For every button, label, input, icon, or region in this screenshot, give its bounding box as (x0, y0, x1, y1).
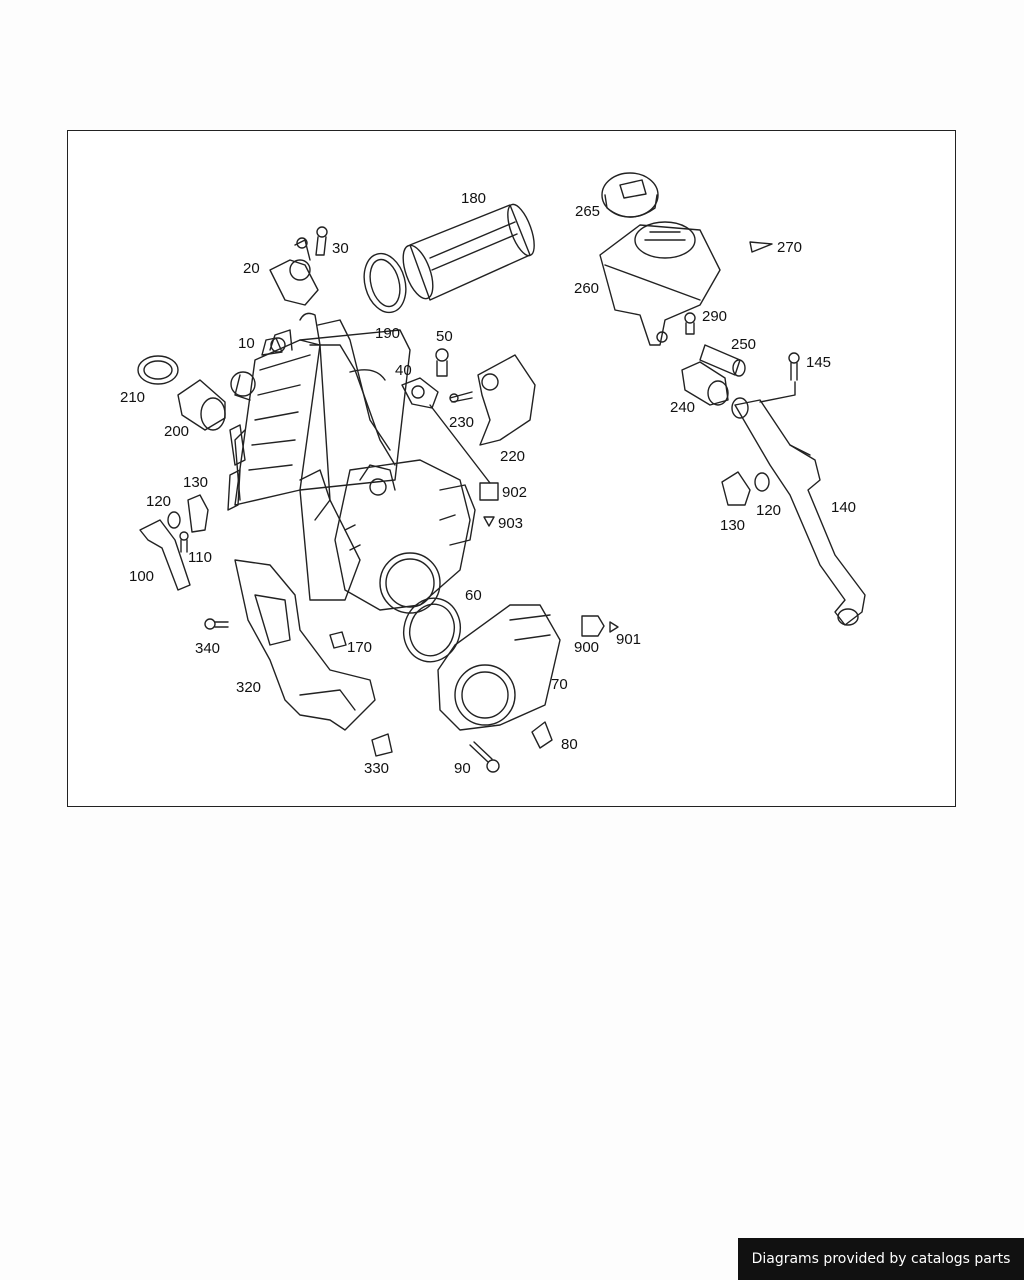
part-120-oring-right (754, 472, 770, 492)
part-320-bracket (234, 559, 376, 731)
label-900: 900 (574, 639, 599, 656)
label-90: 90 (454, 760, 471, 777)
part-80-clip (531, 721, 553, 749)
label-40: 40 (395, 362, 412, 379)
part-120-oring-left (167, 511, 181, 529)
part-labels: 10 20 30 40 50 60 70 80 90 100 110 120 1… (120, 190, 856, 777)
part-200-coupling (177, 379, 226, 431)
part-145-bolt (788, 352, 800, 381)
label-220: 220 (500, 448, 525, 465)
label-100: 100 (129, 568, 154, 585)
part-250-pipe (699, 344, 746, 377)
part-903-pin (483, 516, 495, 527)
part-130-valve-right (721, 471, 751, 506)
label-170: 170 (347, 639, 372, 656)
part-260-reservoir (599, 221, 721, 346)
part-230-bolt (449, 391, 473, 403)
part-340-bolt (204, 618, 229, 630)
label-120-right: 120 (756, 502, 781, 519)
throttle-adapter (299, 459, 476, 614)
part-40-sensor (401, 377, 439, 409)
label-260: 260 (574, 280, 599, 297)
label-20: 20 (243, 260, 260, 277)
intercooler-assembly (227, 312, 411, 601)
part-901-pin (609, 621, 619, 633)
label-140: 140 (831, 499, 856, 516)
part-130-valve-left (187, 494, 209, 533)
label-902: 902 (502, 484, 527, 501)
part-70-throttle-body (437, 604, 561, 731)
label-901: 901 (616, 631, 641, 648)
label-50: 50 (436, 328, 453, 345)
part-20-mount (269, 237, 319, 306)
part-110-bolt (179, 531, 189, 553)
label-180: 180 (461, 190, 486, 207)
label-145: 145 (806, 354, 831, 371)
label-60: 60 (465, 587, 482, 604)
label-270: 270 (777, 239, 802, 256)
part-190-clamp (363, 252, 407, 314)
label-330: 330 (364, 760, 389, 777)
label-230: 230 (449, 414, 474, 431)
part-180-hose (402, 203, 535, 301)
part-330-clip (371, 733, 393, 757)
label-120-left: 120 (146, 493, 171, 510)
label-340: 340 (195, 640, 220, 657)
part-265-cap (601, 172, 659, 218)
leader-line-145 (759, 381, 796, 403)
part-270-marker (749, 241, 773, 253)
label-70: 70 (551, 676, 568, 693)
part-50-bolt (435, 348, 449, 377)
label-190: 190 (375, 325, 400, 342)
label-265: 265 (575, 203, 600, 220)
part-170-nut (329, 631, 347, 649)
part-290-bolt (684, 312, 696, 335)
part-210-clamp (137, 355, 179, 385)
label-250: 250 (731, 336, 756, 353)
part-90-bolt (469, 741, 500, 773)
label-110: 110 (188, 549, 212, 566)
label-10: 10 (238, 335, 255, 352)
label-210: 210 (120, 389, 145, 406)
part-220-bracket (477, 354, 536, 446)
part-30-bolt (315, 226, 328, 256)
diagram-frame (67, 130, 956, 807)
label-30: 30 (332, 240, 349, 257)
label-200: 200 (164, 423, 189, 440)
label-240: 240 (670, 399, 695, 416)
part-100-pipe (139, 519, 191, 591)
leader-line (429, 404, 491, 484)
part-140-pipe (731, 397, 866, 626)
label-320: 320 (236, 679, 261, 696)
label-903: 903 (498, 515, 523, 532)
part-10-sensor (261, 337, 283, 356)
label-290: 290 (702, 308, 727, 325)
part-60-gasket (403, 597, 461, 663)
part-902-connector (479, 482, 499, 501)
label-80: 80 (561, 736, 578, 753)
label-130-left: 130 (183, 474, 208, 491)
label-130-right: 130 (720, 517, 745, 534)
part-240-valve (681, 361, 729, 406)
footer-credit: Diagrams provided by catalogs parts (738, 1238, 1024, 1280)
part-900-connector (581, 615, 605, 637)
